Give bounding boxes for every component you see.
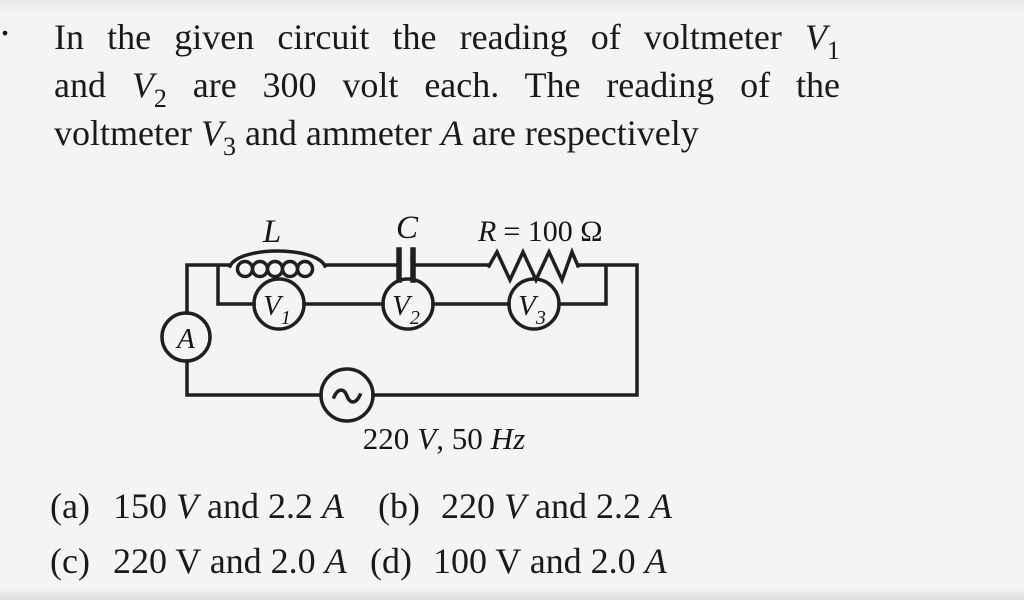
- option-d-label: (d): [370, 541, 412, 581]
- voltmeter-v3-subscript: 3: [222, 132, 236, 161]
- ammeter-symbol: A: [440, 113, 463, 153]
- ac-source: [319, 367, 375, 423]
- option-c-text: 220 V and 2.0 A: [113, 541, 347, 581]
- option-c[interactable]: (c) 220 V and 2.0 A: [50, 541, 347, 581]
- capacitor-icon: [396, 247, 416, 283]
- volt-unit-symbol: V: [504, 486, 526, 526]
- inductor-icon: [227, 249, 328, 279]
- volt-unit-symbol: V: [176, 486, 198, 526]
- option-d-text: 100 V and 2.0 A: [433, 541, 667, 581]
- question-text: are respectively: [462, 113, 699, 153]
- ammeter-circle: [160, 311, 212, 363]
- question-line-1: In the given circuit the reading of volt…: [54, 13, 840, 64]
- ampere-unit-symbol: A: [321, 486, 344, 526]
- voltmeter-v1-circle: [252, 277, 306, 331]
- question-text: and: [54, 65, 132, 105]
- question-text: are 300 volt each. The reading of the: [166, 65, 840, 105]
- option-a[interactable]: (a) 150 V and 2.2 A: [50, 486, 344, 526]
- voltmeter-v3-symbol: V: [200, 113, 223, 153]
- voltmeter-v1-symbol: V: [805, 17, 827, 57]
- voltmeter-v2-symbol: V: [131, 65, 154, 105]
- capacitor-label: C: [396, 210, 419, 246]
- ac-source-circle: [319, 367, 375, 423]
- ac-sine-icon: [331, 388, 363, 404]
- option-d[interactable]: (d) 100 V and 2.0 A: [370, 541, 667, 581]
- ampere-unit-symbol: A: [649, 486, 672, 526]
- voltmeter-v3-label: V3: [518, 290, 546, 329]
- circuit-wires: [185, 263, 639, 397]
- question-line-2: and V2 are 300 volt each. The reading of…: [54, 61, 840, 112]
- voltmeter-v1-subscript: 1: [827, 36, 840, 65]
- resistor-value: = 100 Ω: [503, 215, 602, 248]
- voltmeter-v2-subscript: 2: [153, 84, 167, 113]
- ampere-unit-symbol: A: [644, 541, 667, 581]
- voltmeter-v1: V1: [252, 277, 306, 331]
- ampere-unit-symbol: A: [324, 541, 347, 581]
- scan-top-band: [0, 0, 1024, 12]
- scan-bottom-band: [0, 588, 1024, 600]
- question-block: In the given circuit the reading of volt…: [54, 13, 840, 160]
- voltmeter-v2: V2: [381, 277, 435, 331]
- resistor-symbol: R: [477, 215, 496, 248]
- circuit-diagram: L C R= 100 Ω V1 V2 V3: [150, 190, 670, 480]
- inductor-label: L: [262, 214, 281, 250]
- voltmeter-v2-label: V2: [392, 290, 420, 329]
- option-b[interactable]: (b) 220 V and 2.2 A: [378, 486, 672, 526]
- voltmeter-v1-label: V1: [263, 290, 291, 329]
- ammeter-label: A: [175, 323, 195, 355]
- resistor-icon: [486, 247, 581, 285]
- question-text: voltmeter: [54, 113, 201, 153]
- option-c-label: (c): [50, 541, 90, 581]
- voltmeter-v3-circle: [507, 277, 561, 331]
- resistor-label: R= 100 Ω: [477, 215, 603, 248]
- ammeter: A: [160, 311, 212, 363]
- option-a-text: 150 V and 2.2 A: [113, 486, 344, 526]
- option-a-label: (a): [50, 486, 90, 526]
- question-line-3: voltmeter V3 and ammeter A are respectiv…: [54, 109, 840, 160]
- option-b-label: (b): [378, 486, 420, 526]
- voltmeter-v3: V3: [507, 277, 561, 331]
- voltmeter-v2-circle: [381, 277, 435, 331]
- question-text: In the given circuit the reading of volt…: [54, 17, 805, 57]
- option-b-text: 220 V and 2.2 A: [441, 486, 672, 526]
- question-text: and ammeter: [235, 113, 441, 153]
- question-marker: .: [0, 0, 10, 44]
